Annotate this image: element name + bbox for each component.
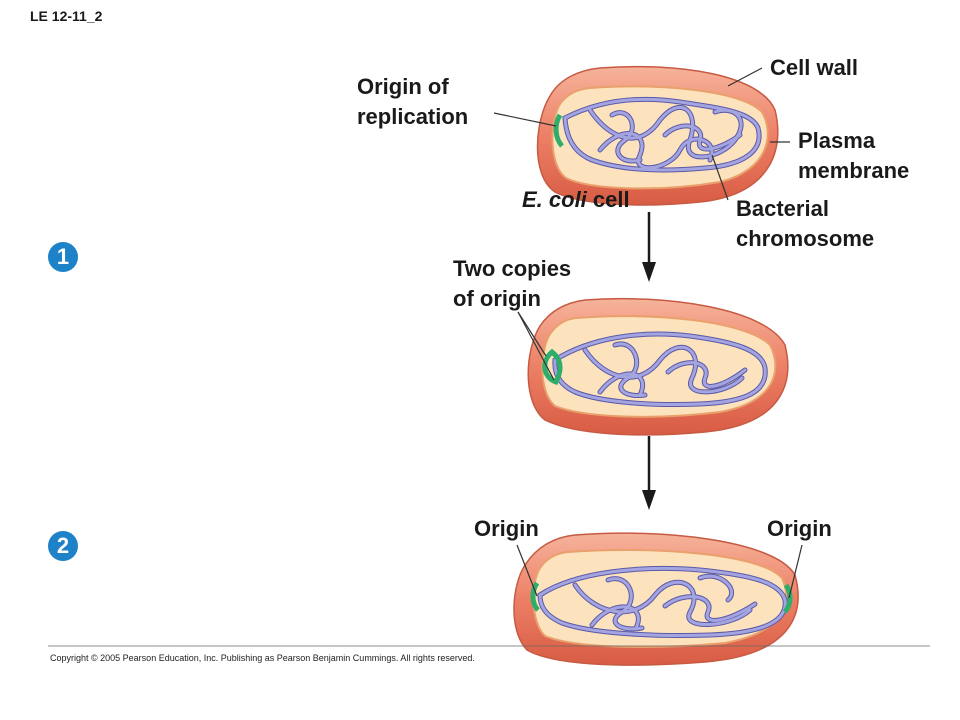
- leader-cell-wall: [727, 67, 763, 87]
- down-arrow-2: [642, 436, 656, 510]
- leader-two-copies-a: [517, 311, 547, 357]
- label-plasma-membrane-line2: membrane: [798, 158, 910, 183]
- label-two-copies-line2: of origin: [453, 286, 541, 311]
- label-two-copies-of-origin: Two copies of origin: [453, 254, 571, 314]
- origin-right-marker: [782, 583, 793, 614]
- label-plasma-membrane: Plasma membrane: [798, 126, 909, 186]
- leader-origin-right: [788, 544, 803, 599]
- step-badge-2: 2: [48, 531, 78, 561]
- down-arrow-1: [642, 212, 656, 282]
- label-cell-wall: Cell wall: [770, 55, 859, 80]
- step-badge-1: 1: [48, 242, 78, 272]
- leader-bacterial-chromosome: [711, 154, 729, 201]
- leader-origin-of-replication: [493, 112, 557, 127]
- label-ecoli-italic: E. coli: [522, 187, 587, 212]
- leader-origin-left: [516, 544, 538, 597]
- label-origin-of-replication: Origin of replication: [357, 72, 468, 132]
- figure-id: LE 12-11_2: [30, 8, 103, 24]
- label-origin-right: Origin: [767, 516, 832, 541]
- ecoli-cell-1: [536, 65, 779, 206]
- origin-copies: [542, 348, 563, 386]
- label-ecoli-rest: cell: [586, 187, 630, 212]
- origin-left-marker: [530, 581, 540, 612]
- label-origin-of-replication-line1: Origin of: [357, 74, 449, 99]
- label-two-copies-line1: Two copies: [453, 256, 572, 281]
- bacterial-chromosome-3-highlight: [538, 567, 787, 637]
- label-bacterial-chromosome: Bacterial chromosome: [736, 194, 874, 254]
- label-bacterial-chromosome-line2: chromosome: [736, 226, 875, 251]
- ecoli-cell-3: [513, 532, 799, 666]
- copyright-notice: Copyright © 2005 Pearson Education, Inc.…: [50, 653, 475, 663]
- leader-lines: [493, 67, 803, 599]
- ecoli-cell-2: [527, 297, 789, 436]
- leader-two-copies-b: [517, 311, 555, 381]
- label-plasma-membrane-line1: Plasma: [798, 128, 876, 153]
- bacterial-chromosome-1-highlight: [563, 97, 761, 172]
- bacterial-chromosome-2-highlight: [553, 332, 767, 406]
- cytoplasm-2: [541, 315, 777, 418]
- origin-of-replication-1: [553, 113, 565, 148]
- label-bacterial-chromosome-line1: Bacterial: [736, 196, 829, 221]
- label-ecoli-cell: E. coli cell: [522, 185, 630, 215]
- label-origin-left: Origin: [474, 516, 539, 541]
- label-origin-of-replication-line2: replication: [357, 104, 469, 129]
